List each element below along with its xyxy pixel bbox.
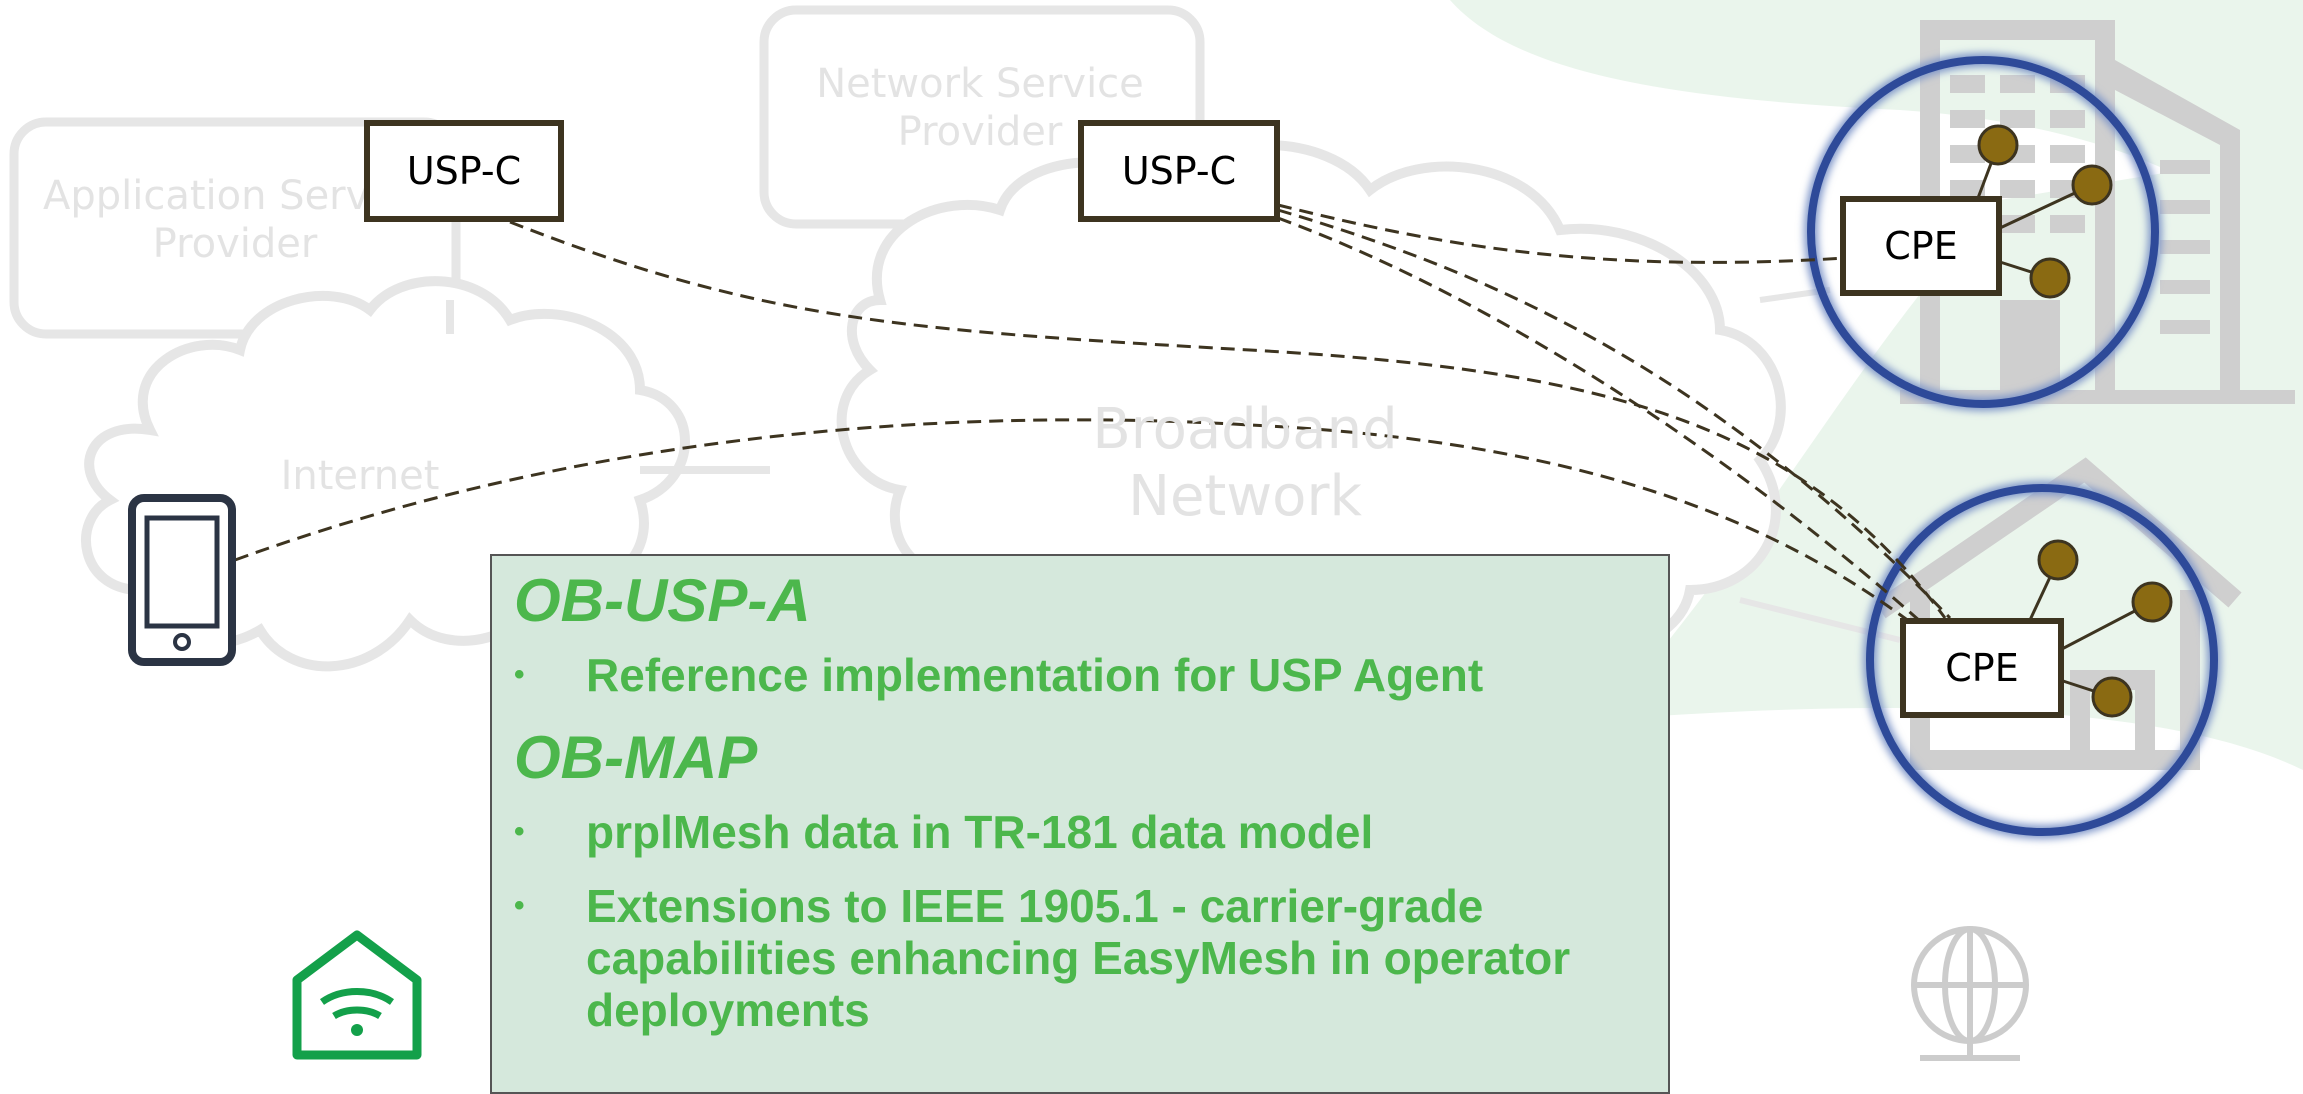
bullet-icon: • — [514, 815, 525, 848]
office-cpe-box[interactable]: CPE — [1840, 196, 2002, 296]
info-panel: OB-USP-A • Reference implementation for U… — [490, 554, 1670, 1094]
home-cpe-box[interactable]: CPE — [1900, 618, 2064, 718]
usp-c-right-to-home-cpe-b — [1277, 216, 1932, 632]
device-node-icon — [2091, 676, 2133, 718]
section-title-ob-map: OB-MAP — [514, 724, 758, 791]
list-item: • Extensions to IEEE 1905.1 - carrier-gra… — [514, 880, 1646, 1036]
device-node-icon — [2037, 539, 2079, 581]
device-node-icon — [2029, 257, 2071, 299]
globe-network-icon — [1911, 926, 2029, 1061]
list-item: • prplMesh data in TR-181 data model — [514, 806, 1646, 858]
usp-controller-box-right[interactable]: USP-C — [1078, 120, 1280, 222]
bullet-icon: • — [514, 658, 525, 691]
broadband-label: Broadband Network — [1092, 397, 1398, 530]
usp-c-right-to-home-cpe-a — [1277, 208, 1952, 620]
list-item: • Reference implementation for USP Agent — [514, 649, 1646, 701]
internet-label: Internet — [280, 453, 440, 499]
phone-to-home-cpe — [234, 418, 1911, 624]
device-node-icon — [2071, 164, 2113, 206]
app-provider-box — [9, 117, 461, 339]
background-swoosh — [1450, 0, 2303, 260]
device-node-icon — [1977, 124, 2019, 166]
usp-c-right-to-office-cpe — [1277, 203, 1846, 264]
bullet-text: prplMesh data in TR-181 data model — [586, 806, 1374, 858]
section-title-ob-usp-a: OB-USP-A — [514, 567, 811, 634]
bullet-text: Reference implementation for USP Agent — [586, 649, 1484, 701]
usp-controller-box-left[interactable]: USP-C — [364, 120, 564, 222]
app-provider-label: Application Service Provider — [42, 173, 428, 267]
bullet-text: Extensions to IEEE 1905.1 - carrier-grad… — [586, 880, 1571, 1036]
smart-home-wifi-icon — [292, 930, 422, 1060]
ob-usp-a-bullet-list: • Reference implementation for USP Agent — [514, 649, 1646, 701]
ob-map-bullet-list: • prplMesh data in TR-181 data model • Ext… — [514, 806, 1646, 1036]
usp-c-left-to-home-cpe — [509, 220, 1947, 619]
device-node-icon — [2131, 581, 2173, 623]
office-highlight-ring — [1807, 56, 2159, 408]
connection-lines — [234, 203, 1952, 632]
bullet-icon: • — [514, 889, 525, 922]
nsp-label: Network Service Provider — [816, 61, 1144, 155]
home-highlight-ring — [1866, 484, 2218, 836]
phone-icon — [128, 494, 236, 666]
